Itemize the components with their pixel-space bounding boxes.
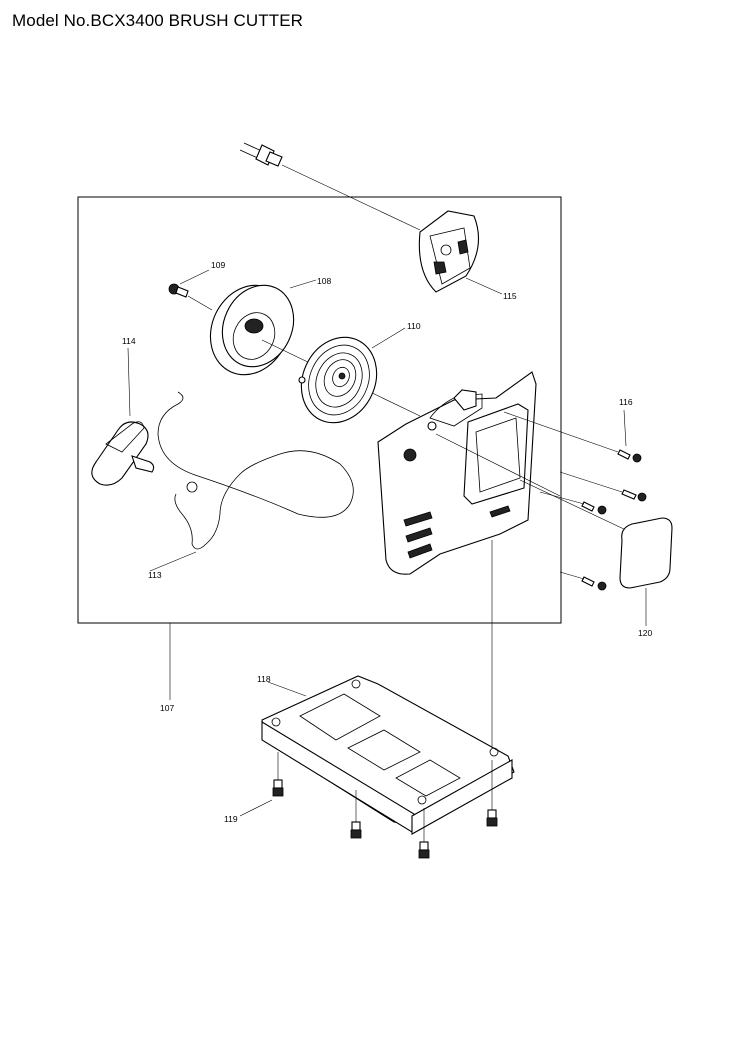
leader-shaft	[281, 164, 421, 231]
label-107: 107	[160, 703, 174, 713]
label-113: 113	[148, 570, 162, 580]
starter-housing	[377, 371, 537, 575]
part-108-pulley	[209, 284, 295, 376]
bolt-3	[418, 808, 430, 859]
assembly-frame	[77, 196, 562, 624]
label-115: 115	[503, 291, 517, 301]
part-113-rope	[157, 391, 354, 550]
part-119-bolt-1	[272, 752, 284, 797]
page-title: Model No.BCX3400 BRUSH CUTTER	[12, 11, 304, 30]
label-110: 110	[407, 321, 421, 331]
bolt-2	[350, 790, 362, 839]
screw-2	[621, 489, 647, 502]
label-118: 118	[257, 674, 271, 684]
label-116: 116	[619, 397, 633, 407]
bolt-4	[486, 760, 498, 827]
part-115-cover	[418, 210, 479, 293]
part-110-spring	[298, 336, 378, 424]
part-120-label	[619, 517, 673, 589]
part-118-base	[261, 675, 515, 835]
part-114-handle	[91, 421, 155, 486]
screw-4	[581, 576, 607, 591]
part-109-screw	[168, 283, 189, 298]
shaft-fitting	[239, 142, 283, 167]
label-119: 119	[224, 814, 238, 824]
screw-3	[581, 501, 607, 515]
label-109: 109	[211, 260, 225, 270]
label-120: 120	[638, 628, 652, 638]
part-116-screw	[617, 449, 642, 463]
label-108: 108	[317, 276, 331, 286]
label-114: 114	[122, 336, 136, 346]
